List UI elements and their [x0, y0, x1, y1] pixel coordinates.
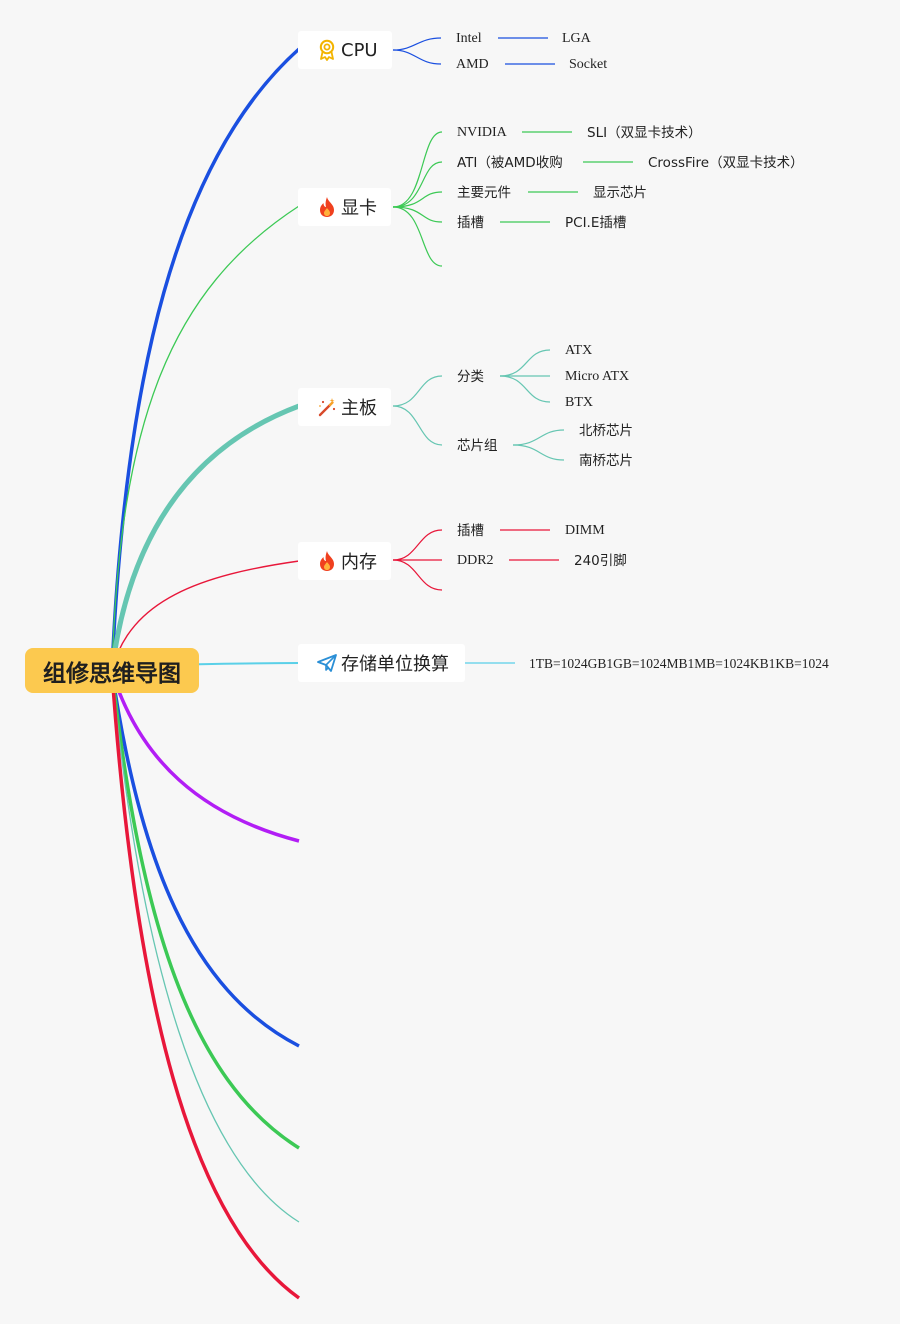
connector-root-empty-green	[110, 671, 300, 1150]
gpu-grandchild-crossfire[interactable]: CrossFire（双显卡技术）	[648, 155, 804, 171]
branch-gpu[interactable]: 显卡	[298, 188, 391, 226]
cpu-child-intel[interactable]: Intel	[456, 31, 482, 46]
connector-root-gpu	[111, 205, 300, 671]
cpu-child-amd[interactable]: AMD	[456, 57, 489, 72]
cpu-grandchild-socket[interactable]: Socket	[569, 57, 608, 72]
gpu-child-main-components[interactable]: 主要元件	[457, 185, 511, 201]
root-node[interactable]: 组修思维导图	[25, 648, 199, 693]
gpu-child-ati[interactable]: ATI（被AMD收购	[457, 155, 563, 171]
board-grandchild-northbridge[interactable]: 北桥芯片	[579, 423, 633, 439]
board-grandchild-southbridge[interactable]: 南桥芯片	[579, 453, 633, 469]
board-child-category[interactable]: 分类	[457, 369, 484, 385]
memory-child-ddr2[interactable]: DDR2	[457, 553, 494, 568]
branch-storage[interactable]: 存储单位换算	[298, 644, 465, 682]
gpu-child-slot[interactable]: 插槽	[457, 215, 484, 231]
gpu-grandchild-sli[interactable]: SLI（双显卡技术）	[587, 125, 702, 141]
connector-root-empty-teal	[111, 671, 300, 1223]
connector-root-memory	[111, 560, 300, 671]
board-connectors	[392, 349, 565, 461]
gpu-connectors	[392, 131, 633, 267]
branch-cpu[interactable]: CPU	[298, 31, 392, 69]
branch-gpu-label: 显卡	[341, 198, 377, 219]
memory-grandchild-240-pins[interactable]: 240引脚	[574, 553, 627, 569]
branch-memory[interactable]: 内存	[298, 542, 391, 580]
board-grandchild-atx[interactable]: ATX	[565, 343, 593, 358]
root-label: 组修思维导图	[43, 660, 181, 687]
branch-board[interactable]: 主板	[298, 388, 391, 426]
branch-board-label: 主板	[341, 398, 377, 419]
connector-root-empty-red	[110, 671, 301, 1300]
gpu-grandchild-display-chip[interactable]: 显示芯片	[593, 185, 647, 201]
branch-storage-label: 存储单位换算	[341, 654, 449, 675]
gpu-grandchild-pcie-slot[interactable]: PCI.E插槽	[565, 215, 627, 231]
gpu-child-nvidia[interactable]: NVIDIA	[457, 125, 507, 140]
connector-root-empty-blue	[110, 671, 300, 1048]
memory-child-slot[interactable]: 插槽	[457, 523, 484, 539]
board-grandchild-btx[interactable]: BTX	[565, 395, 593, 410]
board-grandchild-micro-atx[interactable]: Micro ATX	[565, 369, 630, 384]
board-child-chipset[interactable]: 芯片组	[457, 438, 498, 454]
magic-wand-icon	[316, 396, 338, 418]
fire-icon	[316, 196, 338, 218]
fire-icon	[316, 550, 338, 572]
storage-child-conversion[interactable]: 1TB=1024GB1GB=1024MB1MB=1024KB1KB=1024	[529, 656, 829, 671]
paper-plane-icon	[316, 652, 338, 674]
award-icon	[316, 39, 338, 61]
cpu-grandchild-lga[interactable]: LGA	[562, 31, 591, 46]
connector-root-board	[109, 403, 300, 671]
branch-memory-label: 内存	[341, 552, 377, 573]
connector-root-cpu	[110, 47, 301, 671]
cpu-connectors	[392, 37, 555, 65]
memory-grandchild-dimm[interactable]: DIMM	[565, 523, 605, 538]
memory-connectors	[392, 529, 559, 591]
connector-root-empty-purple	[110, 671, 300, 843]
branch-cpu-label: CPU	[341, 39, 378, 61]
